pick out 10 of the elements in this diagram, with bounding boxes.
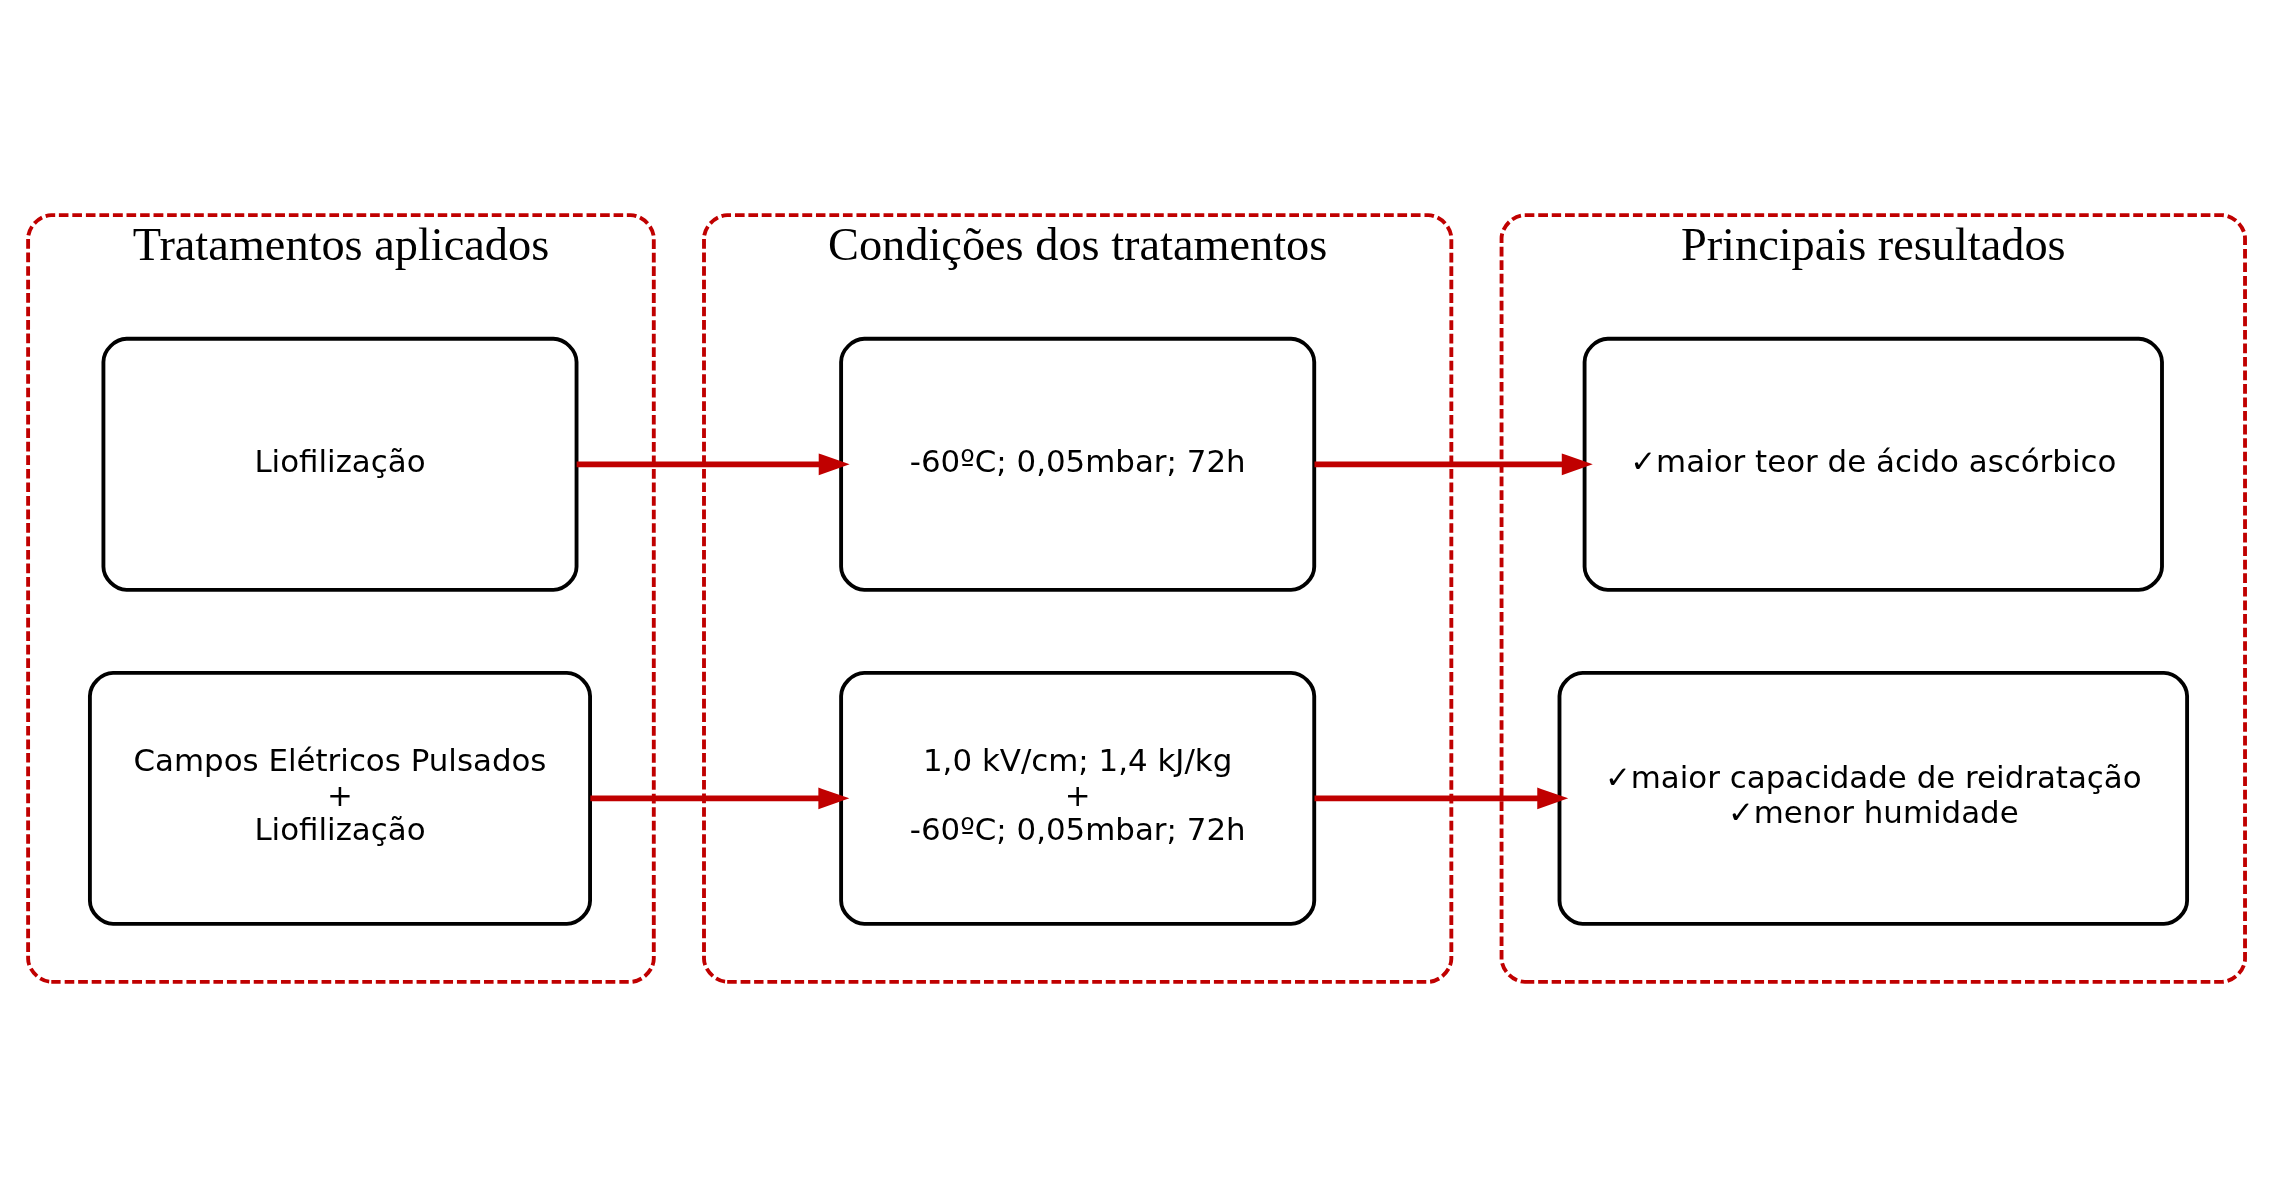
arrow	[1314, 787, 1569, 810]
node-box: -60ºC; 0,05mbar; 72h	[839, 336, 1317, 592]
arrow	[576, 453, 850, 476]
node-box: 1,0 kV/cm; 1,4 kJ/kg + -60ºC; 0,05mbar; 72h	[839, 670, 1317, 926]
arrow	[1314, 453, 1593, 476]
node-box: ✓maior capacidade de reidratação ✓menor humidade	[1557, 670, 2190, 926]
node-box: ✓maior teor de ácido ascórbico	[1582, 336, 2164, 592]
node-box: Campos Elétricos Pulsados + Liofilização	[87, 670, 592, 926]
arrow	[590, 787, 850, 810]
node-box: Liofilização	[101, 336, 579, 592]
